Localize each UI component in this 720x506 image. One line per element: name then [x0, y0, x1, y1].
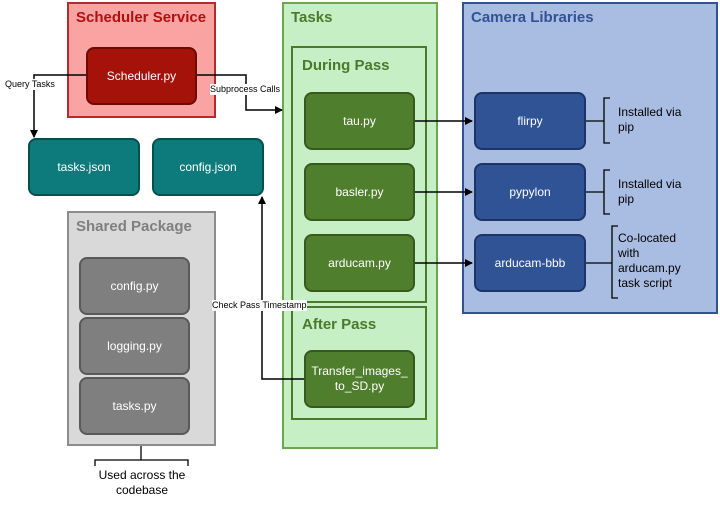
logging-py-node: logging.py	[79, 317, 190, 375]
arducam-py-node: arducam.py	[304, 234, 415, 292]
tasks-json-node: tasks.json	[28, 138, 140, 196]
tau-py-node: tau.py	[304, 92, 415, 150]
query-tasks-arrow	[30, 74, 86, 138]
flirpy-note-bracket	[603, 97, 610, 144]
flirpy-node: flirpy	[474, 92, 586, 150]
pypylon-node: pypylon	[474, 163, 586, 221]
arducam-bbb-note-bracket	[611, 225, 618, 299]
after-pass-title: After Pass	[302, 316, 377, 333]
basler-py-node: basler.py	[304, 163, 415, 221]
tasks-py-node: tasks.py	[79, 377, 190, 435]
during-pass-title: During Pass	[302, 57, 390, 74]
scheduler-service-title: Scheduler Service	[76, 9, 207, 26]
flirpy-note: Installed via pip	[618, 105, 682, 134]
subprocess-calls-label: Subprocess Calls	[210, 84, 281, 95]
check-pass-timestamp-arrow	[258, 196, 304, 380]
scheduler-py-node: Scheduler.py	[86, 47, 197, 105]
shared-package-note: Used across the codebase	[98, 468, 186, 497]
pypylon-note-bracket	[603, 169, 610, 215]
camera-libraries-title: Camera Libraries	[471, 9, 594, 26]
arducam-bbb-note: Co-located with arducam.py task script	[618, 231, 681, 290]
pypylon-note: Installed via pip	[618, 177, 682, 206]
arducam-bbb-node: arducam-bbb	[474, 234, 586, 292]
config-py-node: config.py	[79, 257, 190, 315]
config-json-node: config.json	[152, 138, 264, 196]
shared-package-note-bracket	[94, 459, 189, 466]
transfer-images-node: Transfer_images_ to_SD.py	[304, 350, 415, 408]
check-pass-timestamp-label: Check Pass Timestamp	[212, 300, 307, 311]
tasks-title: Tasks	[291, 9, 333, 26]
shared-package-title: Shared Package	[76, 218, 192, 235]
query-tasks-label: Query Tasks	[5, 79, 55, 90]
